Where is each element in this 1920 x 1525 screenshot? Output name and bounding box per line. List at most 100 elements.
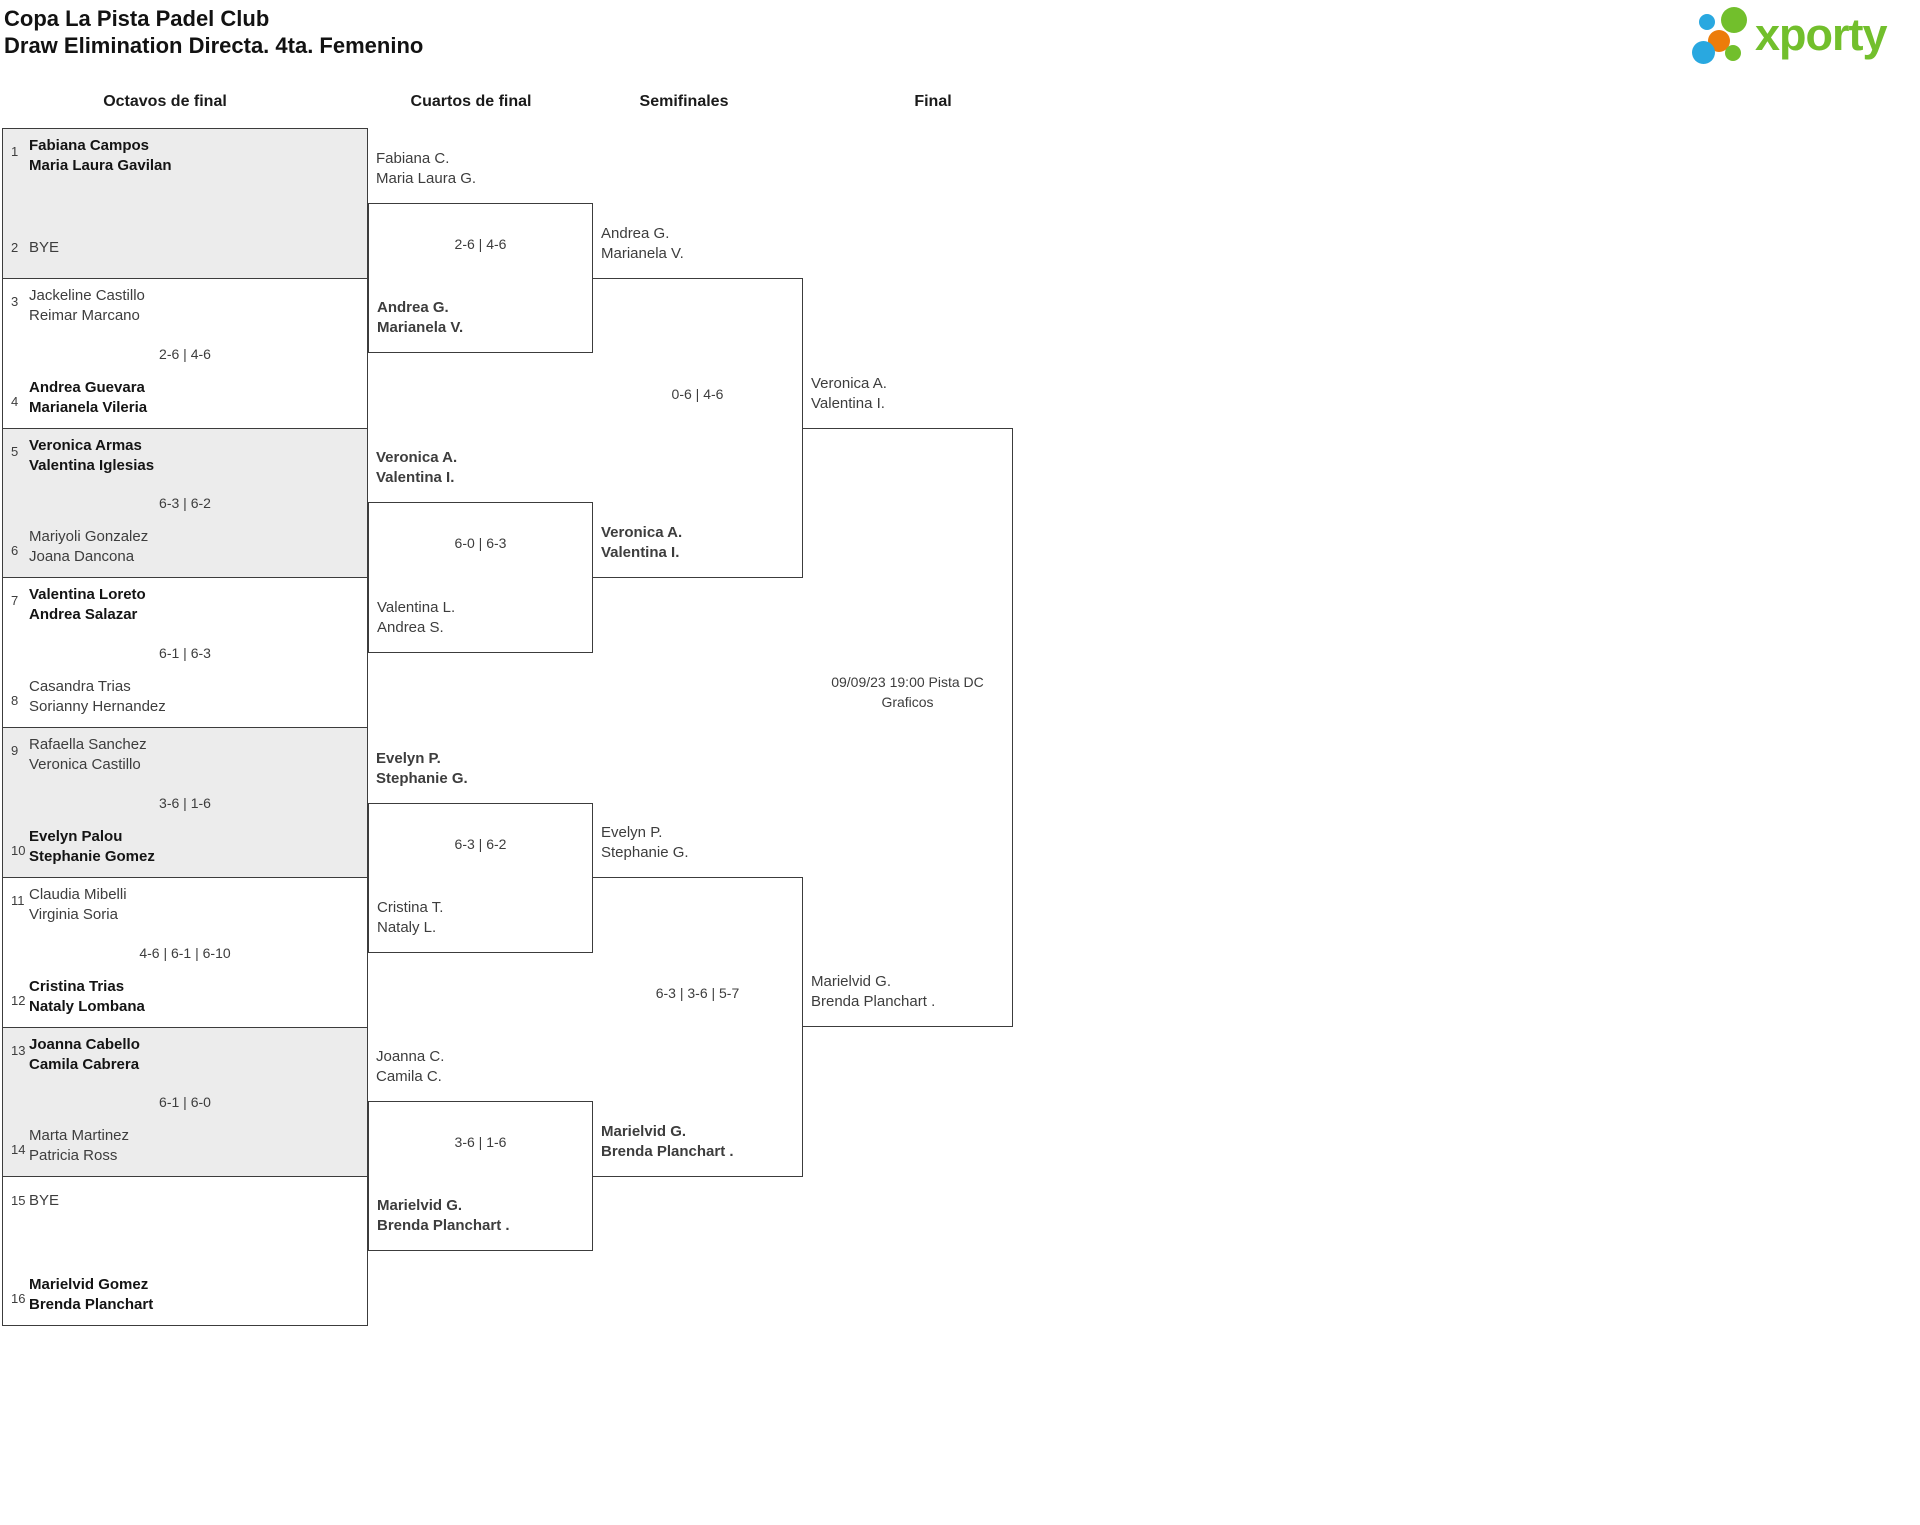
- seed-number: 3: [11, 294, 19, 309]
- team-line: Brenda Planchart .: [811, 993, 936, 1010]
- round-header-semifinales: Semifinales: [639, 93, 729, 110]
- team-name: Cristina Trias Nataly Lombana: [29, 977, 145, 1017]
- team-line: Andrea Salazar: [29, 606, 138, 623]
- team-line: Veronica A.: [811, 375, 887, 392]
- team-line: Veronica A.: [601, 524, 683, 541]
- team-name: Fabiana C. Maria Laura G.: [376, 149, 476, 189]
- match-schedule: 09/09/23 19:00 Pista DC Graficos: [803, 672, 1012, 712]
- seed-number: 5: [11, 444, 19, 459]
- team-name: Veronica Armas Valentina Iglesias: [29, 436, 154, 476]
- bye-entry: BYE: [29, 1192, 60, 1209]
- team-line: Marielvid G.: [811, 973, 892, 990]
- seed-number: 13: [11, 1043, 26, 1058]
- team-line: Valentina I.: [811, 395, 885, 412]
- team-name: Rafaella Sanchez Veronica Castillo: [29, 735, 147, 775]
- page-title: Copa La Pista Padel Club Draw Eliminatio…: [4, 5, 423, 59]
- bye-entry: BYE: [29, 239, 60, 256]
- match-score: 3-6 | 1-6: [454, 1134, 507, 1150]
- team-name: Marielvid G. Brenda Planchart .: [601, 1122, 734, 1162]
- logo-dot: [1692, 41, 1715, 64]
- seed-number: 7: [11, 593, 19, 608]
- team-line: Joana Dancona: [29, 548, 135, 565]
- team-line: Joanna C.: [376, 1048, 445, 1065]
- match-score: 6-0 | 6-3: [454, 535, 507, 551]
- team-name: Claudia Mibelli Virginia Soria: [29, 885, 127, 925]
- team-line: Maria Laura Gavilan: [29, 157, 172, 174]
- team-line: Andrea S.: [377, 619, 444, 636]
- r16-match-2: 3 Jackeline Castillo Reimar Marcano 2-6 …: [2, 278, 368, 429]
- team-line: Valentina I.: [601, 544, 680, 561]
- team-name: Cristina T. Nataly L.: [377, 898, 443, 938]
- match-score: 4-6 | 6-1 | 6-10: [139, 944, 231, 961]
- team-line: Reimar Marcano: [29, 307, 140, 324]
- round-header-cuartos: Cuartos de final: [410, 93, 532, 110]
- team-name: Veronica A. Valentina I.: [376, 448, 457, 488]
- team-line: Veronica A.: [376, 449, 458, 466]
- qf-match-4: 3-6 | 1-6 Marielvid G. Brenda Planchart …: [368, 1101, 593, 1251]
- qf-match-2: 6-0 | 6-3 Valentina L. Andrea S.: [368, 502, 593, 653]
- team-name: Valentina L. Andrea S.: [377, 598, 455, 638]
- seed-number: 8: [11, 693, 19, 708]
- team-line: Marielvid G.: [377, 1197, 463, 1214]
- logo-dot: [1721, 7, 1747, 33]
- team-line: Sorianny Hernandez: [29, 698, 166, 715]
- round-header-final: Final: [914, 93, 952, 110]
- r16-match-3: 5 Veronica Armas Valentina Iglesias 6-3 …: [2, 428, 368, 578]
- round-header-octavos: Octavos de final: [103, 93, 227, 110]
- team-line: Nataly L.: [377, 919, 437, 936]
- team-line: Camila Cabrera: [29, 1056, 140, 1073]
- qf-match-3: 6-3 | 6-2 Cristina T. Nataly L.: [368, 803, 593, 953]
- team-line: Nataly Lombana: [29, 998, 145, 1015]
- team-name: Marielvid G. Brenda Planchart .: [811, 972, 935, 1012]
- team-line: Valentina Iglesias: [29, 457, 155, 474]
- team-name: Veronica A. Valentina I.: [811, 374, 887, 414]
- team-line: Veronica Castillo: [29, 756, 141, 773]
- seed-number: 12: [11, 993, 26, 1008]
- seed-number: 1: [11, 144, 19, 159]
- team-line: Rafaella Sanchez: [29, 736, 147, 753]
- team-name: Mariyoli Gonzalez Joana Dancona: [29, 527, 148, 567]
- team-line: Patricia Ross: [29, 1147, 118, 1164]
- team-line: Valentina I.: [376, 469, 455, 486]
- match-score: 2-6 | 4-6: [454, 236, 507, 252]
- team-line: Veronica Armas: [29, 437, 142, 454]
- r16-match-7: 13 Joanna Cabello Camila Cabrera 6-1 | 6…: [2, 1027, 368, 1177]
- seed-number: 4: [11, 394, 19, 409]
- team-name: Andrea Guevara Marianela Vileria: [29, 378, 147, 418]
- team-name: Evelyn P. Stephanie G.: [376, 749, 468, 789]
- team-line: Cristina T.: [377, 899, 444, 916]
- schedule-line: Graficos: [881, 694, 934, 710]
- team-name: Marta Martinez Patricia Ross: [29, 1126, 129, 1166]
- r16-match-4: 7 Valentina Loreto Andrea Salazar 6-1 | …: [2, 577, 368, 728]
- team-name: Casandra Trias Sorianny Hernandez: [29, 677, 166, 717]
- r16-match-6: 11 Claudia Mibelli Virginia Soria 4-6 | …: [2, 877, 368, 1028]
- team-name: Valentina Loreto Andrea Salazar: [29, 585, 146, 625]
- page-title-line1: Copa La Pista Padel Club: [4, 6, 270, 31]
- team-name: Marielvid G. Brenda Planchart .: [377, 1196, 510, 1236]
- match-score: 6-3 | 6-2: [454, 836, 507, 852]
- schedule-line: 09/09/23 19:00 Pista DC: [831, 674, 984, 690]
- r16-match-1: 1 Fabiana Campos Maria Laura Gavilan 2 B…: [2, 128, 368, 279]
- team-line: Marielvid Gomez: [29, 1276, 149, 1293]
- qf-match-1: 2-6 | 4-6 Andrea G. Marianela V.: [368, 203, 593, 353]
- team-line: Marianela V.: [377, 319, 464, 336]
- final-match: 09/09/23 19:00 Pista DC Graficos Marielv…: [803, 428, 1013, 1027]
- team-line: Mariyoli Gonzalez: [29, 528, 149, 545]
- team-line: Stephanie G.: [601, 844, 689, 861]
- seed-number: 9: [11, 743, 19, 758]
- team-line: Maria Laura G.: [376, 170, 477, 187]
- team-line: Joanna Cabello: [29, 1036, 140, 1053]
- team-line: Virginia Soria: [29, 906, 118, 923]
- match-score: 6-3 | 3-6 | 5-7: [655, 985, 740, 1001]
- team-name: Joanna Cabello Camila Cabrera: [29, 1035, 140, 1075]
- seed-number: 14: [11, 1142, 26, 1157]
- team-line: Valentina L.: [377, 599, 456, 616]
- team-line: Fabiana Campos: [29, 137, 150, 154]
- seed-number: 10: [11, 843, 26, 858]
- team-line: Fabiana C.: [376, 150, 450, 167]
- team-name: Evelyn P. Stephanie G.: [601, 823, 689, 863]
- team-line: Brenda Planchart .: [601, 1143, 734, 1160]
- seed-number: 6: [11, 543, 19, 558]
- match-score: 6-1 | 6-0: [159, 1094, 211, 1110]
